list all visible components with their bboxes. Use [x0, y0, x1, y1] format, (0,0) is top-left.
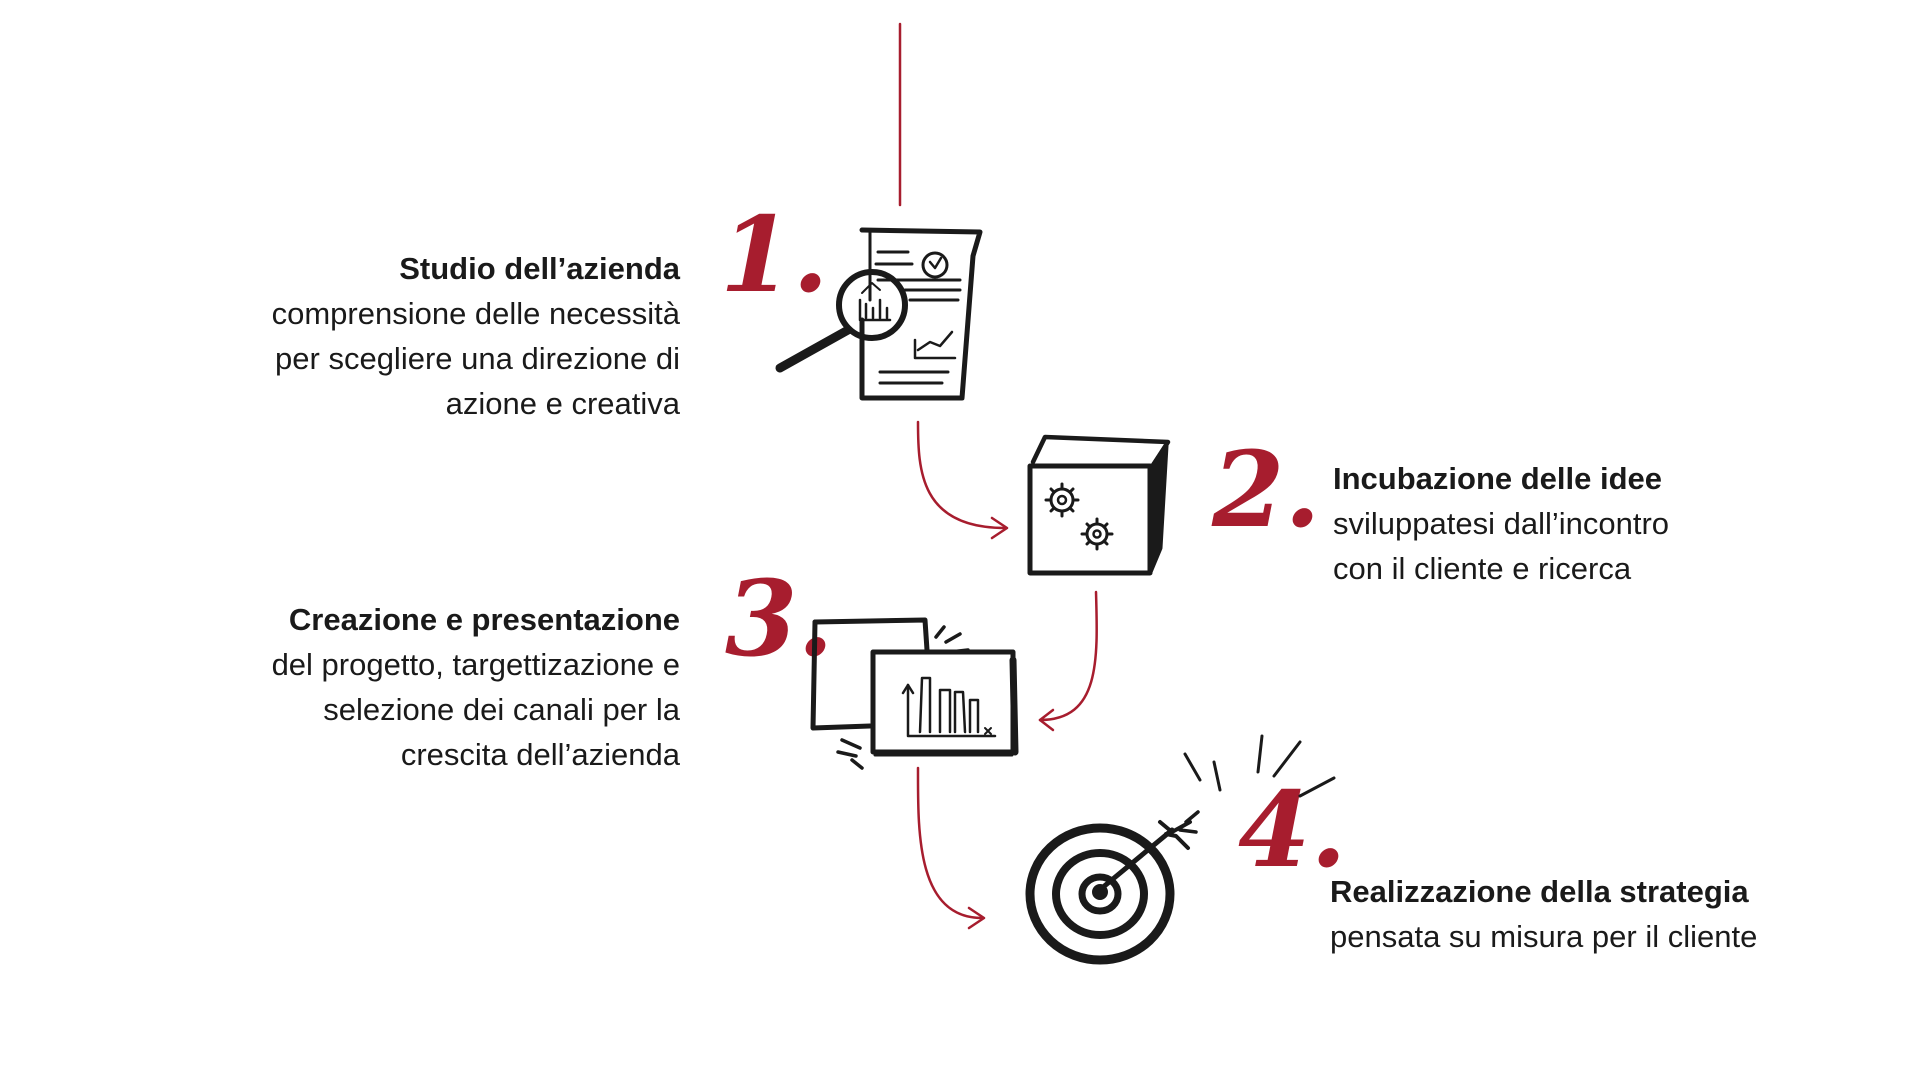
step-4-text: Realizzazione della strategia pensata su… [1330, 869, 1890, 959]
step-3-text: Creazione e presentazione del progetto, … [100, 597, 680, 777]
step-4-number: 4. [1238, 768, 1347, 891]
step-3-line-1: del progetto, targettizazione e [271, 647, 680, 682]
step-4-title: Realizzazione della strategia [1330, 874, 1749, 909]
step-1-text: Studio dell’azienda comprensione delle n… [140, 246, 680, 426]
step-3-title: Creazione e presentazione [288, 602, 680, 637]
step-2-number: 2. [1212, 428, 1321, 551]
connector-3-4 [916, 766, 984, 920]
step-1-number: 1. [720, 193, 829, 316]
step-3-line-3: crescita dell’azienda [400, 737, 680, 772]
step-1-line-1: comprensione delle necessità [271, 296, 680, 331]
step-1-title: Studio dell’azienda [399, 251, 680, 286]
step-2-line-2: con il cliente e ricerca [1333, 551, 1632, 586]
step-1-line-3: azione e creativa [445, 386, 680, 421]
connector-3-4-arrowhead [967, 906, 986, 930]
step-2-title: Incubazione delle idee [1333, 461, 1663, 496]
step-2-line-1: sviluppatesi dall’incontro [1333, 506, 1670, 541]
connector-1-2-arrowhead [990, 516, 1009, 540]
step-1-line-2: per scegliere una direzione di [275, 341, 680, 376]
step-3-line-2: selezione dei canali per la [323, 692, 680, 727]
connector-2-3-arrowhead [1038, 708, 1055, 732]
step-2-text: Incubazione delle idee sviluppatesi dall… [1333, 456, 1873, 591]
connector-1-2 [916, 420, 1007, 530]
connector-2-3 [1038, 590, 1098, 722]
step-4-line-1: pensata su misura per il cliente [1330, 919, 1758, 954]
